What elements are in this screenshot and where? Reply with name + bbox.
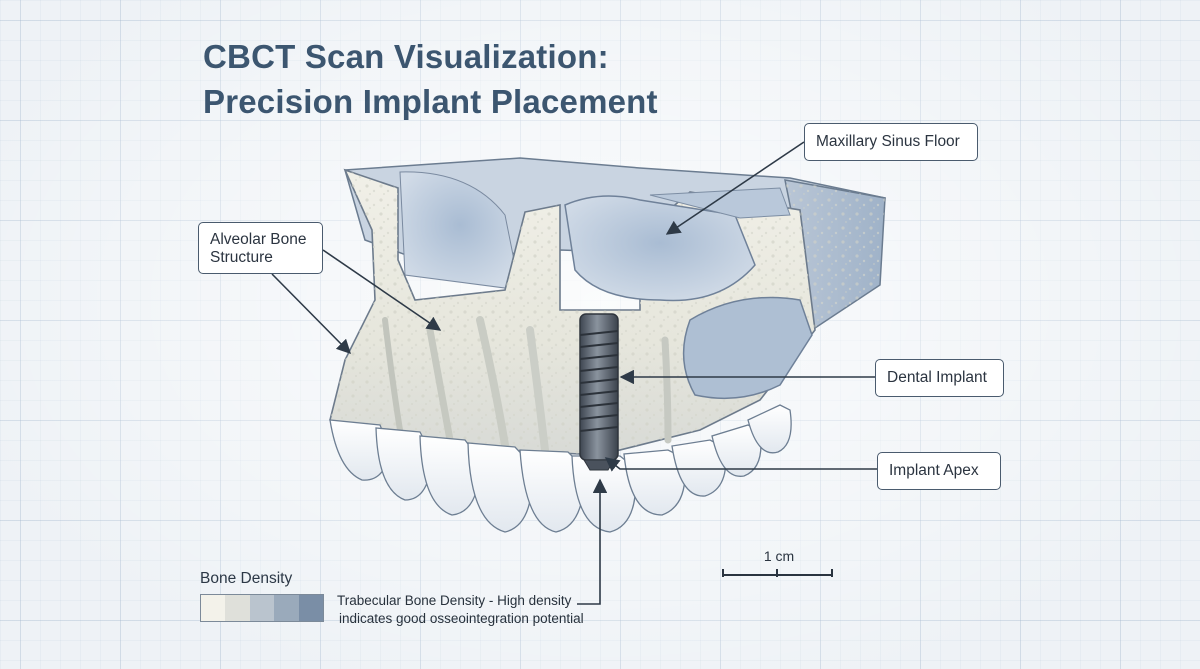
legend-swatch-2 <box>225 595 250 621</box>
callout-maxillary-sinus-floor: Maxillary Sinus Floor <box>804 123 978 161</box>
callout-dental-implant: Dental Implant <box>875 359 1004 397</box>
callout-implant-apex: Implant Apex <box>877 452 1001 490</box>
callout-alveolar-line-1: Alveolar Bone <box>210 231 307 248</box>
title-line-2: Precision Implant Placement <box>203 83 658 120</box>
callout-sinus-label: Maxillary Sinus Floor <box>816 133 960 150</box>
legend-swatch-4 <box>274 595 299 621</box>
legend-swatch-1 <box>201 595 226 621</box>
callout-alveolar-bone: Alveolar Bone Structure <box>198 222 323 274</box>
leader-alveolar-2 <box>322 249 442 331</box>
teeth-row <box>329 404 792 533</box>
callout-alveolar-line-2: Structure <box>210 249 273 266</box>
legend-swatch-3 <box>249 595 275 621</box>
bone-density-legend-bar <box>200 594 324 622</box>
leader-lines <box>271 141 877 605</box>
title-line-1: CBCT Scan Visualization: <box>203 38 609 75</box>
callout-apex-label: Implant Apex <box>889 462 979 479</box>
lower-right-cavity <box>682 296 813 400</box>
callout-implant-label: Dental Implant <box>887 369 987 386</box>
leader-sinus <box>665 141 805 235</box>
legend-description-line-2: indicates good osseointegration potentia… <box>339 611 584 626</box>
leader-density <box>577 478 608 605</box>
leader-apex <box>604 457 877 472</box>
legend-description: Trabecular Bone Density - High density i… <box>337 592 617 628</box>
legend-title: Bone Density <box>200 570 293 587</box>
sinus-cavity <box>564 187 791 302</box>
legend-swatch-5 <box>298 595 324 621</box>
scale-bar <box>722 569 833 577</box>
scale-bar-label: 1 cm <box>763 548 795 564</box>
legend-description-line-1: Trabecular Bone Density - High density <box>337 593 572 608</box>
dental-implant <box>579 313 619 471</box>
page-title: CBCT Scan Visualization: Precision Impla… <box>203 34 763 124</box>
leader-alveolar-1 <box>271 273 352 355</box>
